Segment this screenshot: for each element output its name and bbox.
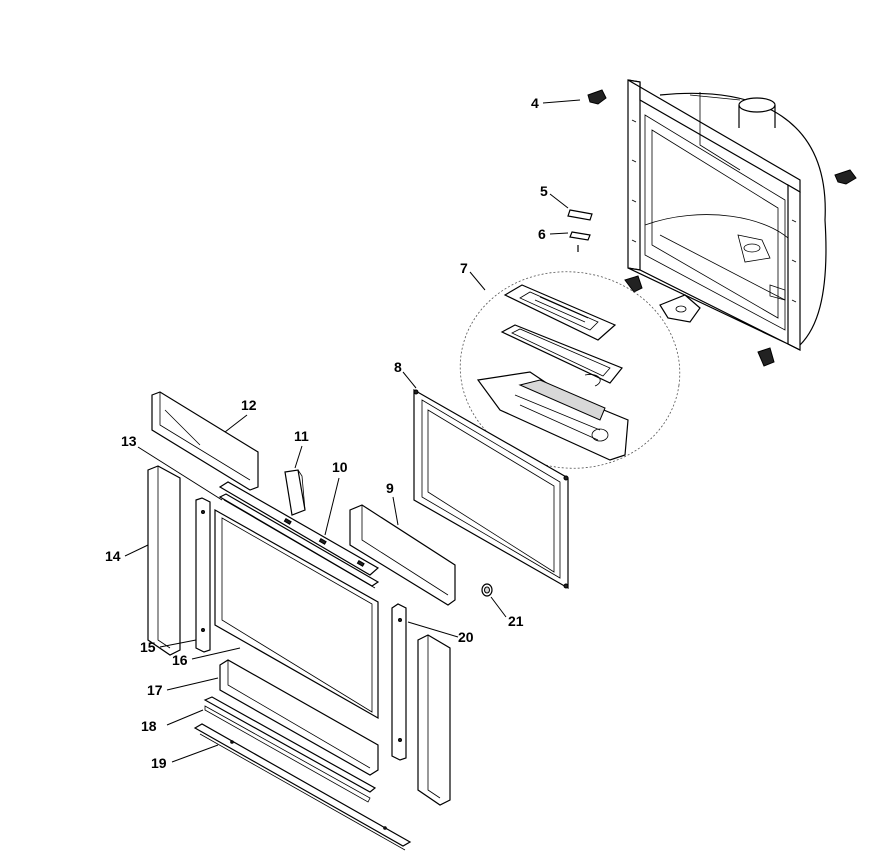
callout-10: 10 (332, 459, 348, 475)
callout-17: 17 (147, 682, 163, 698)
callout-13: 13 (121, 433, 137, 449)
callout-5: 5 (540, 183, 548, 199)
callout-18: 18 (141, 718, 157, 734)
bottom-rail-19 (193, 723, 412, 851)
callout-6: 6 (538, 226, 546, 242)
left-side-panel (147, 465, 181, 656)
callout-7: 7 (460, 260, 468, 276)
callout-20: 20 (458, 629, 474, 645)
callout-11: 11 (294, 428, 309, 444)
callout-12: 12 (241, 397, 257, 413)
callout-14: 14 (105, 548, 121, 564)
bottom-rail-17 (219, 659, 379, 776)
glass-frame-assembly (413, 388, 569, 590)
callout-8: 8 (394, 359, 402, 375)
top-rail (218, 481, 380, 589)
left-strip (195, 497, 211, 653)
callout-4: 4 (531, 95, 539, 111)
header-panel (151, 391, 259, 491)
lower-trim-panel (349, 504, 456, 606)
leader-lines (124, 99, 581, 763)
right-strip (391, 603, 407, 761)
part-5-bracket (567, 209, 593, 221)
callout-15: 15 (140, 639, 156, 655)
right-side-panel (417, 634, 451, 806)
callout-labels: 4 5 6 7 8 9 10 11 12 13 14 15 16 17 18 1… (105, 95, 548, 771)
bracket-icon (587, 89, 857, 367)
plate-part (659, 294, 701, 323)
part-6-bracket (569, 231, 591, 241)
burner-assembly (476, 284, 629, 461)
knob-part (481, 583, 493, 597)
front-glass-panel (214, 508, 379, 720)
callout-9: 9 (386, 480, 394, 496)
bottom-rail-18 (203, 696, 377, 803)
burner-group-outline (459, 271, 681, 469)
firebox-assembly (627, 79, 827, 351)
callout-16: 16 (172, 652, 188, 668)
callout-19: 19 (151, 755, 167, 771)
callout-21: 21 (508, 613, 524, 629)
part-11-bracket (284, 469, 306, 516)
